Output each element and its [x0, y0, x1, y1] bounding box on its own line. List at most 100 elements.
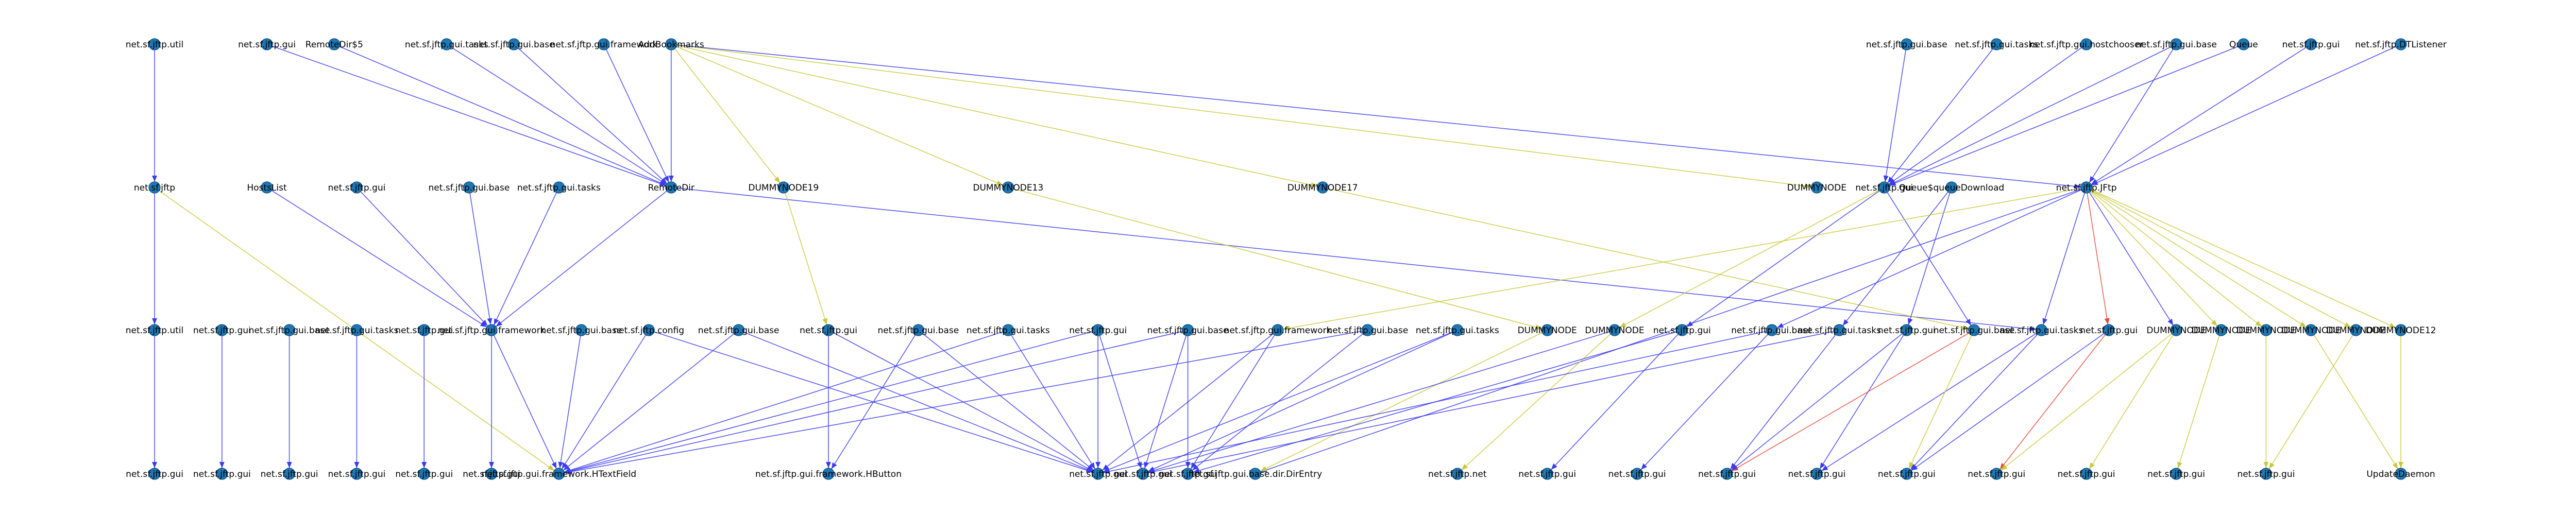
graph-node-b2[interactable]: [216, 324, 228, 336]
graph-node-b14[interactable]: [1182, 324, 1194, 336]
graph-node-t7[interactable]: [665, 38, 677, 50]
graph-node-t11[interactable]: [2170, 38, 2182, 50]
graph-node-b28[interactable]: [2215, 324, 2227, 336]
graph-node-t3[interactable]: [328, 38, 341, 50]
graph-node-b10[interactable]: [822, 324, 835, 336]
graph-node-b7[interactable]: [575, 324, 588, 336]
graph-node-b12[interactable]: [1002, 324, 1014, 336]
graph-node-t5[interactable]: [507, 38, 520, 50]
graph-node-z3[interactable]: [283, 468, 296, 480]
graph-node-z21[interactable]: [2170, 468, 2182, 480]
graph-node-b24[interactable]: [1968, 324, 1980, 336]
node-label-b10: net.sf.jftp.gui: [800, 325, 857, 336]
graph-node-b22[interactable]: [1833, 324, 1845, 336]
graph-node-z15[interactable]: [1631, 468, 1643, 480]
graph-node-b15[interactable]: [1272, 324, 1284, 336]
graph-node-z14[interactable]: [1541, 468, 1553, 480]
graph-node-t10[interactable]: [2080, 38, 2093, 50]
arrowhead-b19-z13: [1461, 464, 1468, 470]
graph-node-b5[interactable]: [418, 324, 430, 336]
graph-node-z13[interactable]: [1451, 468, 1464, 480]
graph-node-z2[interactable]: [216, 468, 228, 480]
graph-node-z23[interactable]: [2395, 468, 2407, 480]
graph-node-z16[interactable]: [1721, 468, 1733, 480]
graph-node-b13[interactable]: [1092, 324, 1104, 336]
arrowhead-m6-b6: [496, 320, 503, 327]
graph-node-z6[interactable]: [485, 468, 498, 480]
graph-node-z18[interactable]: [1901, 468, 1913, 480]
graph-node-z9[interactable]: [1092, 468, 1104, 480]
graph-node-m7[interactable]: [777, 181, 790, 194]
graph-node-m2[interactable]: [261, 181, 273, 194]
arrowhead-m5-b6: [494, 318, 499, 325]
arrowhead-b4-z4: [354, 462, 360, 468]
edge-t5-m6: [514, 44, 672, 188]
graph-node-b29[interactable]: [2260, 324, 2272, 336]
graph-node-m1[interactable]: [148, 181, 161, 194]
graph-node-m12[interactable]: [1945, 181, 1958, 194]
graph-node-t2[interactable]: [261, 38, 273, 50]
graph-node-b31[interactable]: [2350, 324, 2362, 336]
graph-node-m10[interactable]: [1810, 181, 1823, 194]
graph-node-b19[interactable]: [1608, 324, 1621, 336]
graph-node-m6[interactable]: [665, 181, 677, 194]
arrowhead-m13-b31: [2344, 322, 2351, 328]
graph-node-t4[interactable]: [440, 38, 453, 50]
graph-node-b6[interactable]: [485, 324, 498, 336]
graph-node-t14[interactable]: [2395, 38, 2407, 50]
arrowhead-m11-b19: [1619, 322, 1626, 328]
graph-node-t1[interactable]: [148, 38, 161, 50]
graph-node-b21[interactable]: [1766, 324, 1778, 336]
graph-node-b26[interactable]: [2103, 324, 2115, 336]
graph-node-z4[interactable]: [350, 468, 363, 480]
graph-node-b17[interactable]: [1451, 324, 1464, 336]
graph-node-b30[interactable]: [2305, 324, 2317, 336]
graph-node-t12[interactable]: [2238, 38, 2250, 50]
edge-b9-z7: [558, 330, 739, 474]
arrowhead-t6-m6: [664, 176, 669, 183]
graph-node-z12[interactable]: [1249, 468, 1261, 480]
graph-node-t13[interactable]: [2305, 38, 2317, 50]
node-label-t1: net.sf.jftp.util: [126, 40, 183, 50]
graph-node-b8[interactable]: [642, 324, 655, 336]
graph-node-b32[interactable]: [2395, 324, 2407, 336]
graph-node-z8[interactable]: [822, 468, 835, 480]
graph-node-b16[interactable]: [1361, 324, 1374, 336]
graph-node-m3[interactable]: [350, 181, 363, 194]
graph-node-z20[interactable]: [2080, 468, 2093, 480]
graph-node-m11[interactable]: [1878, 181, 1890, 194]
edge-b19-z13: [1457, 330, 1615, 474]
edge-t7-m8: [671, 44, 1009, 188]
graph-node-z22[interactable]: [2260, 468, 2272, 480]
graph-node-z10[interactable]: [1137, 468, 1149, 480]
arrowhead-b18-z12: [1260, 466, 1267, 472]
graph-node-z17[interactable]: [1810, 468, 1823, 480]
graph-node-b18[interactable]: [1541, 324, 1553, 336]
graph-node-b1[interactable]: [148, 324, 161, 336]
graph-node-m9[interactable]: [1316, 181, 1329, 194]
graph-node-z19[interactable]: [1990, 468, 2003, 480]
graph-node-b20[interactable]: [1676, 324, 1688, 336]
arrowhead-m13-b32: [2388, 322, 2396, 328]
graph-node-b9[interactable]: [732, 324, 745, 336]
graph-node-z5[interactable]: [418, 468, 430, 480]
graph-node-z11[interactable]: [1182, 468, 1194, 480]
graph-node-b23[interactable]: [1901, 324, 1913, 336]
graph-node-b4[interactable]: [350, 324, 363, 336]
graph-node-b25[interactable]: [2035, 324, 2047, 336]
graph-node-t9[interactable]: [1990, 38, 2003, 50]
graph-node-t6[interactable]: [598, 38, 610, 50]
node-label-b24: net.sf.jftp.gui.base: [1934, 325, 2015, 336]
graph-node-m8[interactable]: [1002, 181, 1014, 194]
graph-node-m5[interactable]: [553, 181, 565, 194]
edge-b8-z9: [648, 330, 1098, 474]
graph-node-m4[interactable]: [463, 181, 476, 194]
graph-node-m13[interactable]: [2080, 181, 2093, 194]
graph-node-b27[interactable]: [2170, 324, 2182, 336]
graph-node-b3[interactable]: [283, 324, 296, 336]
graph-node-b11[interactable]: [912, 324, 925, 336]
graph-node-z7[interactable]: [553, 468, 565, 480]
node-label-t5: net.sf.jftp.gui.base: [473, 40, 555, 50]
graph-node-z1[interactable]: [148, 468, 161, 480]
graph-node-t8[interactable]: [1901, 38, 1913, 50]
